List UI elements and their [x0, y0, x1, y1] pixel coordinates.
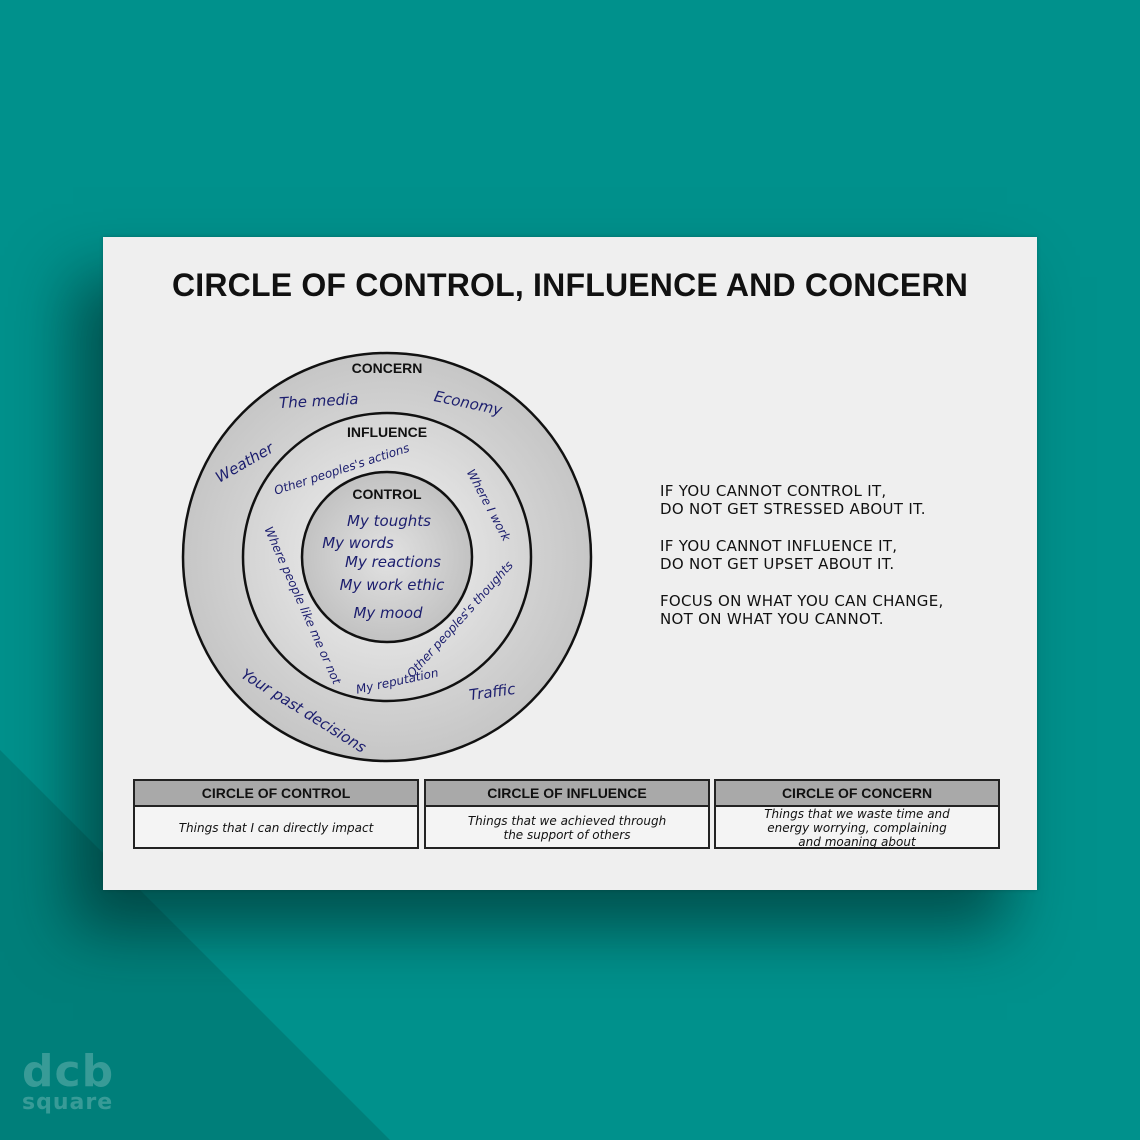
control-item: My toughts [347, 512, 431, 530]
control-circle [300, 470, 474, 644]
box-text: Things that I can directly impact [178, 821, 374, 835]
quotes-block: IF YOU CANNOT CONTROL IT, DO NOT GET STR… [660, 482, 1020, 647]
box-heading: CIRCLE OF INFLUENCE [426, 781, 708, 807]
control-item: My words [322, 534, 394, 552]
watermark-logo: dcb square [22, 1050, 114, 1114]
control-item: My mood [353, 604, 423, 622]
quote-line: IF YOU CANNOT CONTROL IT, DO NOT GET STR… [660, 482, 926, 518]
influence-label: INFLUENCE [347, 424, 427, 440]
concern-label: CONCERN [352, 360, 423, 376]
box-text: Things that we waste time and energy wor… [764, 807, 950, 849]
concern-definition-box: CIRCLE OF CONCERN Things that we waste t… [714, 779, 1000, 849]
control-label: CONTROL [352, 486, 422, 502]
circles-diagram: CONCERN INFLUENCE CONTROL The media Econ… [181, 351, 593, 763]
box-text: Things that we achieved through the supp… [467, 814, 667, 842]
watermark-line2: square [22, 1090, 114, 1115]
control-item: My work ethic [340, 576, 445, 594]
watermark-line1: dcb [22, 1046, 115, 1097]
box-heading: CIRCLE OF CONCERN [716, 781, 998, 807]
control-item: My reactions [345, 553, 441, 571]
control-definition-box: CIRCLE OF CONTROL Things that I can dire… [133, 779, 419, 849]
poster-title: CIRCLE OF CONTROL, INFLUENCE AND CONCERN [171, 267, 969, 303]
quote-line: FOCUS ON WHAT YOU CAN CHANGE, NOT ON WHA… [660, 592, 944, 628]
quote-line: IF YOU CANNOT INFLUENCE IT, DO NOT GET U… [660, 537, 898, 573]
box-heading: CIRCLE OF CONTROL [135, 781, 417, 807]
influence-definition-box: CIRCLE OF INFLUENCE Things that we achie… [424, 779, 710, 849]
concern-item: The media [279, 390, 359, 412]
poster: CIRCLE OF CONTROL, INFLUENCE AND CONCERN [103, 237, 1037, 890]
